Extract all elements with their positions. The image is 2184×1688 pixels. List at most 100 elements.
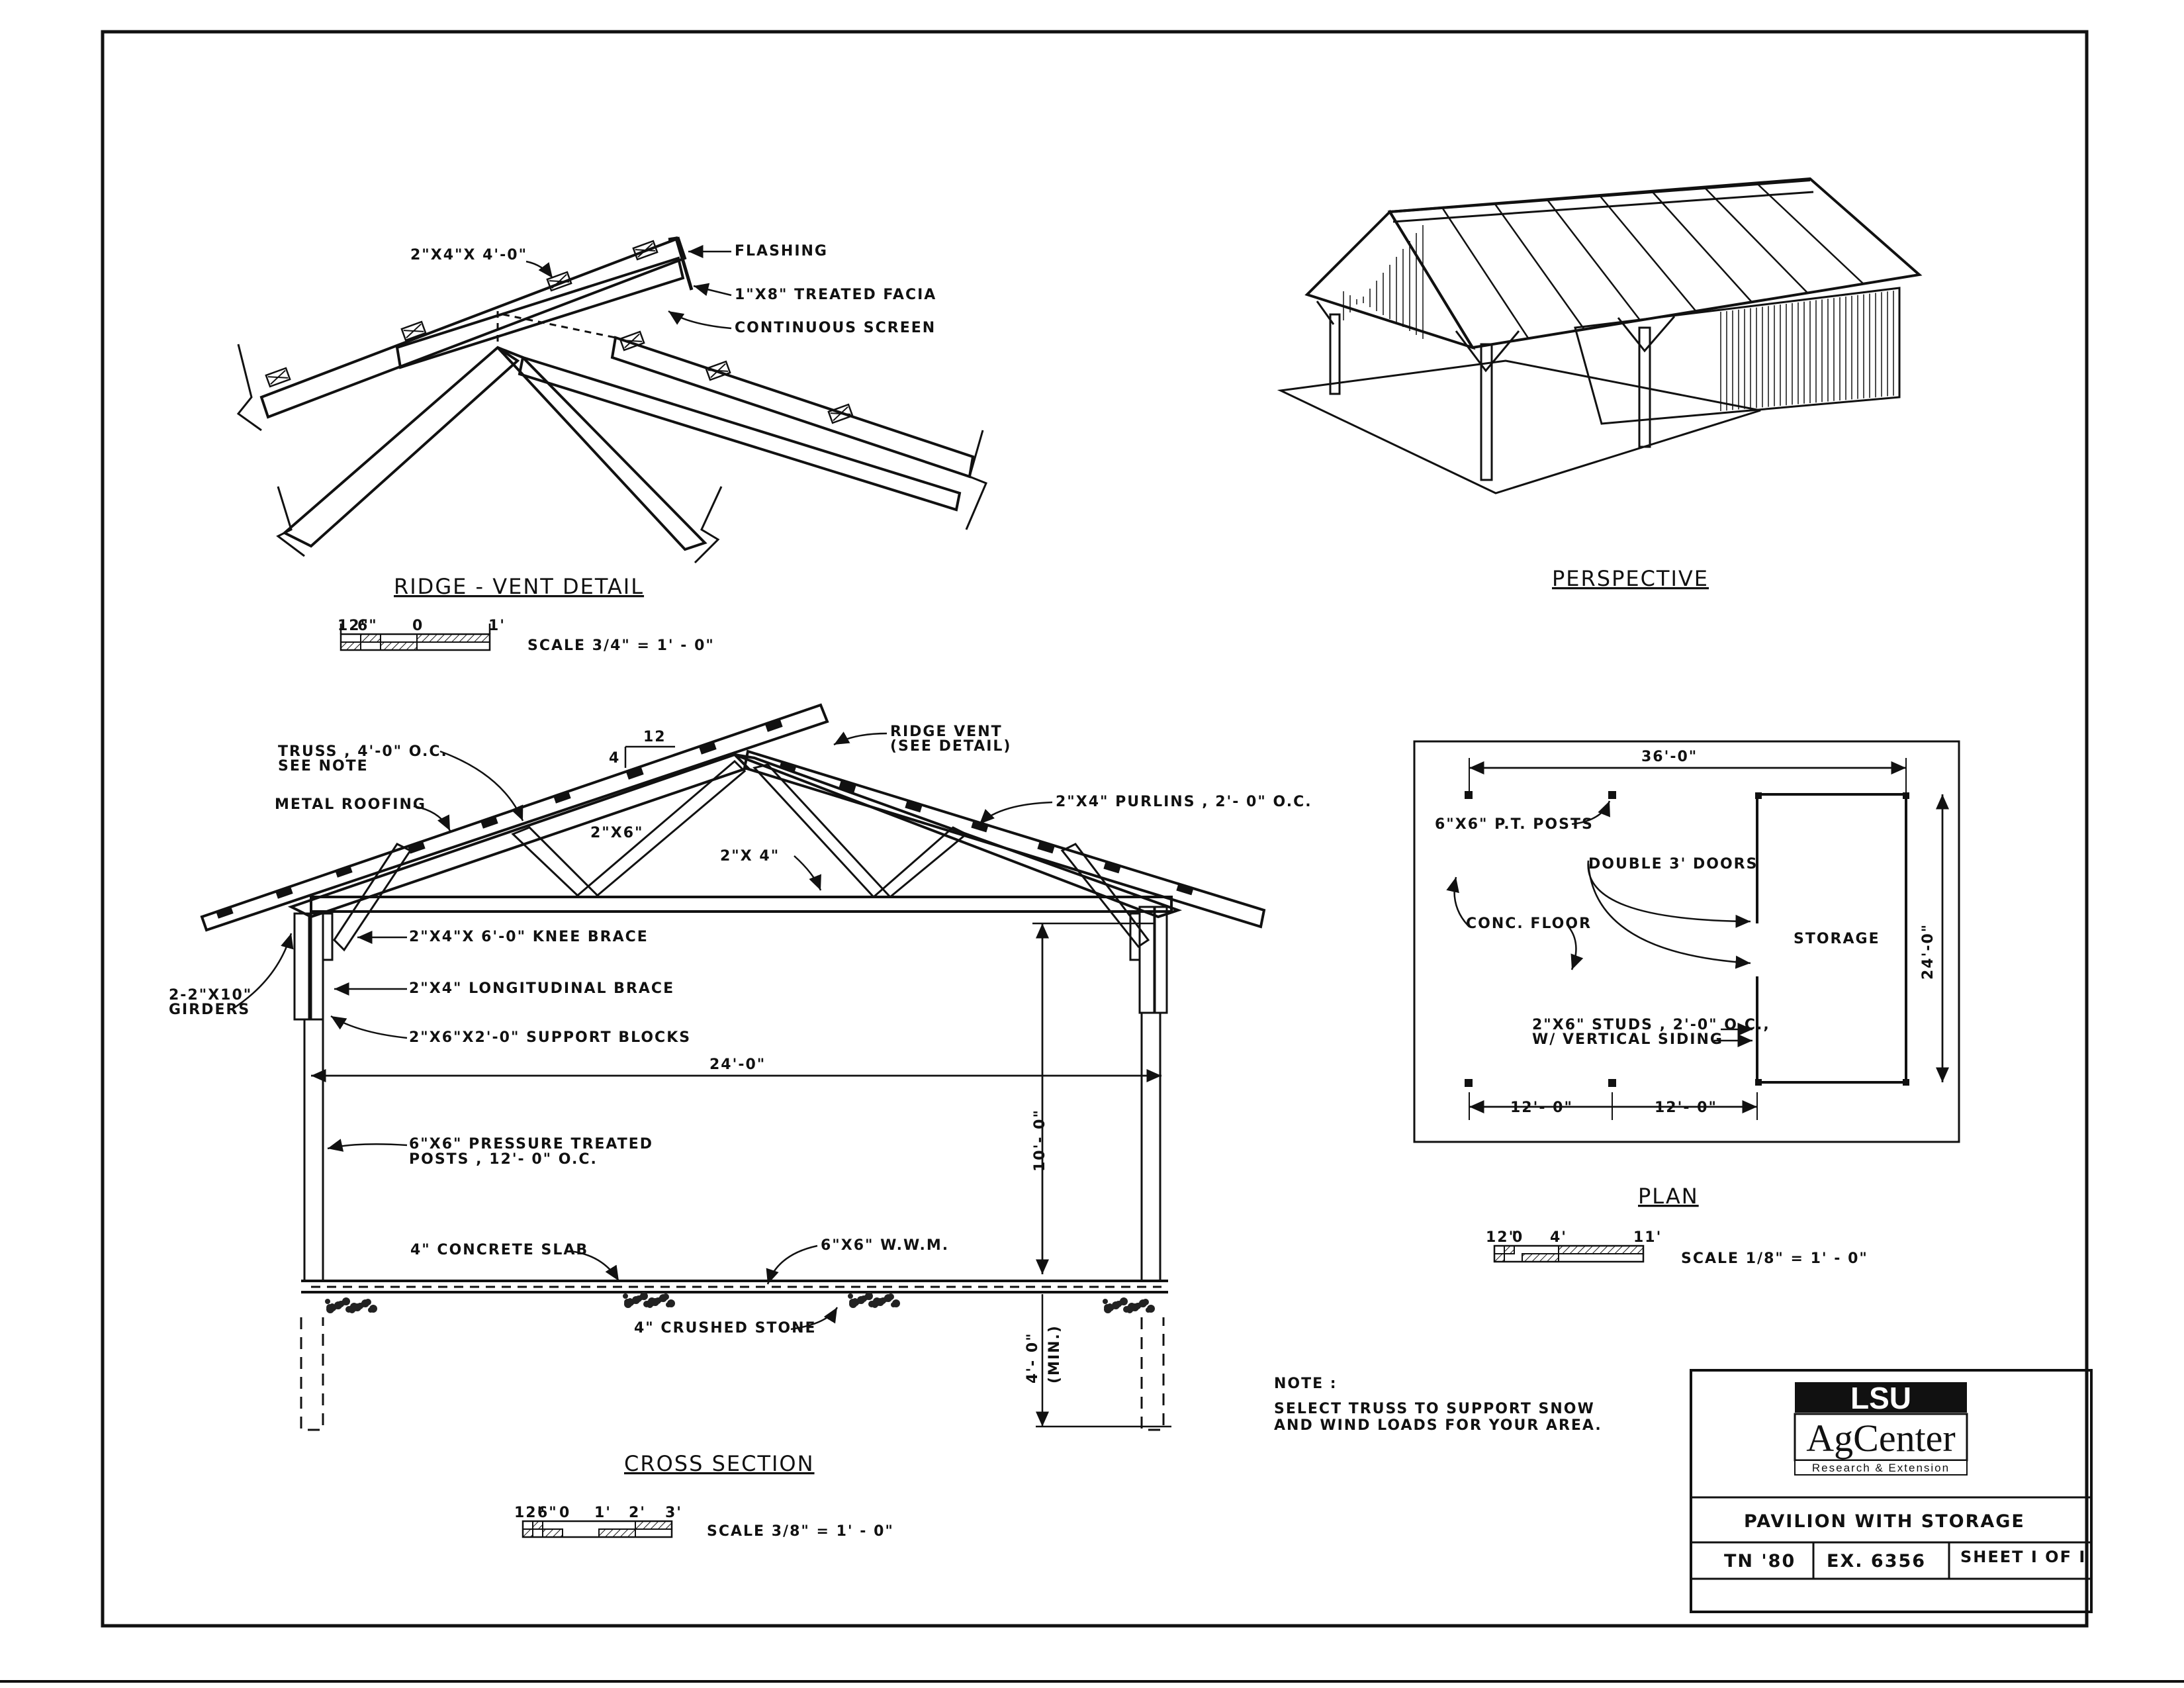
rvd-scale-tick: 12" — [338, 618, 369, 634]
plan-scale-text: SCALE 1/8" = 1' - 0" — [1681, 1250, 1868, 1267]
crushed-stone — [369, 1305, 377, 1313]
cross-section-scale-bar: 12" 6" 0 1' 2' 3' — [514, 1505, 682, 1538]
crushed-stone — [873, 1297, 881, 1305]
crushed-stone — [865, 1292, 873, 1300]
tn-number: TN '80 — [1724, 1551, 1796, 1571]
plan-title: PLAN — [1638, 1184, 1699, 1209]
roof-seam-line — [1651, 191, 1752, 303]
post-marker — [1465, 791, 1473, 799]
block-x-mark — [546, 271, 572, 292]
purlin-mark — [1037, 841, 1055, 854]
crushed-stone — [1107, 1303, 1113, 1309]
roof-seam-line — [1547, 199, 1641, 321]
roof-seam-line — [1704, 187, 1809, 294]
purlin-mark — [699, 741, 717, 755]
crushed-stone — [640, 1292, 648, 1300]
purlin-mark — [335, 865, 353, 878]
plan-doors-label: DOUBLE 3' DOORS — [1588, 856, 1758, 872]
plan-scale-tick: 11' — [1633, 1229, 1662, 1246]
ridge-vent-scale-text: SCALE 3/4" = 1' - 0" — [527, 637, 715, 654]
plan-posts-label: 6"X6" P.T. POSTS — [1435, 816, 1594, 833]
longitudinal-brace-label: 2"X4" LONGITUDINAL BRACE — [409, 980, 674, 997]
purlin-mark — [1103, 861, 1121, 874]
purlin-mark — [1176, 882, 1194, 896]
purlin-mark — [971, 820, 989, 833]
ridge-vent-detail: 2"X4"X 4'-0" FLASHING 1"X8" TREATED FACI… — [236, 236, 987, 654]
note-heading: NOTE : — [1274, 1376, 1338, 1392]
roof-seam-line — [1494, 203, 1585, 330]
plan-width-dimension: 24'-0" — [1920, 923, 1936, 980]
metal-roofing-label: METAL ROOFING — [275, 796, 426, 813]
ridge-vent-label-2: (SEE DETAIL) — [890, 738, 1012, 755]
ridge-vent-detail-title: RIDGE - VENT DETAIL — [394, 574, 644, 599]
purlin-mark — [275, 886, 293, 899]
crushed-stone — [667, 1299, 675, 1307]
roof-seam-line — [1441, 207, 1529, 339]
ex-number: EX. 6356 — [1827, 1551, 1926, 1571]
post-marker — [1608, 791, 1616, 799]
rvd-flashing-label: FLASHING — [735, 243, 828, 259]
crushed-stone — [1120, 1297, 1128, 1305]
cs-scale-tick: 2' — [629, 1505, 646, 1521]
crushed-stone — [852, 1298, 858, 1303]
purlin-mark — [216, 906, 234, 919]
footing-dimension: 4'- 0" — [1024, 1332, 1041, 1383]
purlin-mark — [839, 780, 856, 793]
crushed-stone — [342, 1297, 350, 1305]
block-x-mark — [705, 360, 731, 381]
crushed-stone — [887, 1293, 894, 1300]
crushed-stone — [848, 1293, 853, 1299]
rvd-blocking-label: 2"X4"X 4'-0" — [410, 247, 527, 263]
note-line-2: AND WIND LOADS FOR YOUR AREA. — [1274, 1417, 1602, 1434]
plan-bay-2: 12'- 0" — [1655, 1100, 1717, 1116]
crushed-stone — [330, 1303, 335, 1309]
logo-lsu-text: LSU — [1850, 1381, 1911, 1415]
plan-length-dimension: 36'-0" — [1641, 749, 1698, 765]
sheet-number: SHEET I OF I — [1960, 1548, 2086, 1566]
plan-studs-label-2: W/ VERTICAL SIDING — [1532, 1031, 1723, 1048]
girders-label-2: GIRDERS — [169, 1002, 250, 1018]
block-x-mark — [619, 330, 645, 352]
cs-scale-tick: 3' — [665, 1505, 682, 1521]
crushed-stone — [365, 1299, 371, 1305]
perspective-view: PERSPECTIVE — [1277, 177, 1923, 591]
cs-scale-tick: 1' — [594, 1505, 612, 1521]
plan-floor-label: CONC. FLOOR — [1466, 915, 1592, 932]
plan-bay-1: 12'- 0" — [1510, 1100, 1573, 1116]
purlin-mark — [779, 760, 797, 773]
crushed-stone — [1147, 1305, 1155, 1313]
lsu-agcenter-logo: LSU AgCenter Research & Extension — [1794, 1381, 1968, 1476]
perspective-title: PERSPECTIVE — [1552, 566, 1709, 591]
purlin-mark — [408, 841, 426, 854]
wwm-label: 6"X6" W.W.M. — [821, 1237, 949, 1254]
title-block: LSU AgCenter Research & Extension PAVILI… — [1690, 1369, 2093, 1613]
crushed-stone — [662, 1293, 669, 1300]
block-x-mark — [632, 240, 659, 261]
crushed-stone — [627, 1298, 633, 1303]
crushed-stone — [1103, 1299, 1108, 1304]
pitch-run: 12 — [643, 729, 666, 745]
cs-scale-tick: 12" — [514, 1505, 546, 1521]
cross-section-scale-text: SCALE 3/8" = 1' - 0" — [707, 1523, 894, 1540]
stone-label: 4" CRUSHED STONE — [634, 1320, 817, 1336]
post-marker — [1465, 1079, 1473, 1087]
purlin-mark — [765, 719, 783, 732]
girders-label-1: 2-2"X10" — [169, 987, 252, 1004]
project-title: PAVILION WITH STORAGE — [1744, 1511, 2025, 1532]
block-x-mark — [265, 367, 291, 388]
slab-label: 4" CONCRETE SLAB — [410, 1242, 588, 1258]
crushed-stone — [623, 1293, 628, 1299]
rvd-facia-label: 1"X8" TREATED FACIA — [735, 287, 936, 303]
block-x-mark — [827, 403, 854, 424]
crushed-stone — [1142, 1299, 1149, 1305]
logo-agcenter-text: AgCenter — [1806, 1417, 1956, 1460]
plan-studs-label-1: 2"X6" STUDS , 2'-0" O.C., — [1532, 1017, 1770, 1033]
truss-label-2: SEE NOTE — [278, 758, 369, 774]
rvd-scale-tick: 0 — [412, 618, 424, 634]
pitch-rise: 4 — [609, 750, 620, 767]
posts-label-2: POSTS , 12'- 0" O.C. — [409, 1151, 598, 1168]
sheet-border — [101, 30, 2089, 1628]
roof-seam-line — [1756, 183, 1864, 285]
crushed-stone — [892, 1299, 900, 1307]
rvd-scale-tick: 1' — [488, 618, 506, 634]
